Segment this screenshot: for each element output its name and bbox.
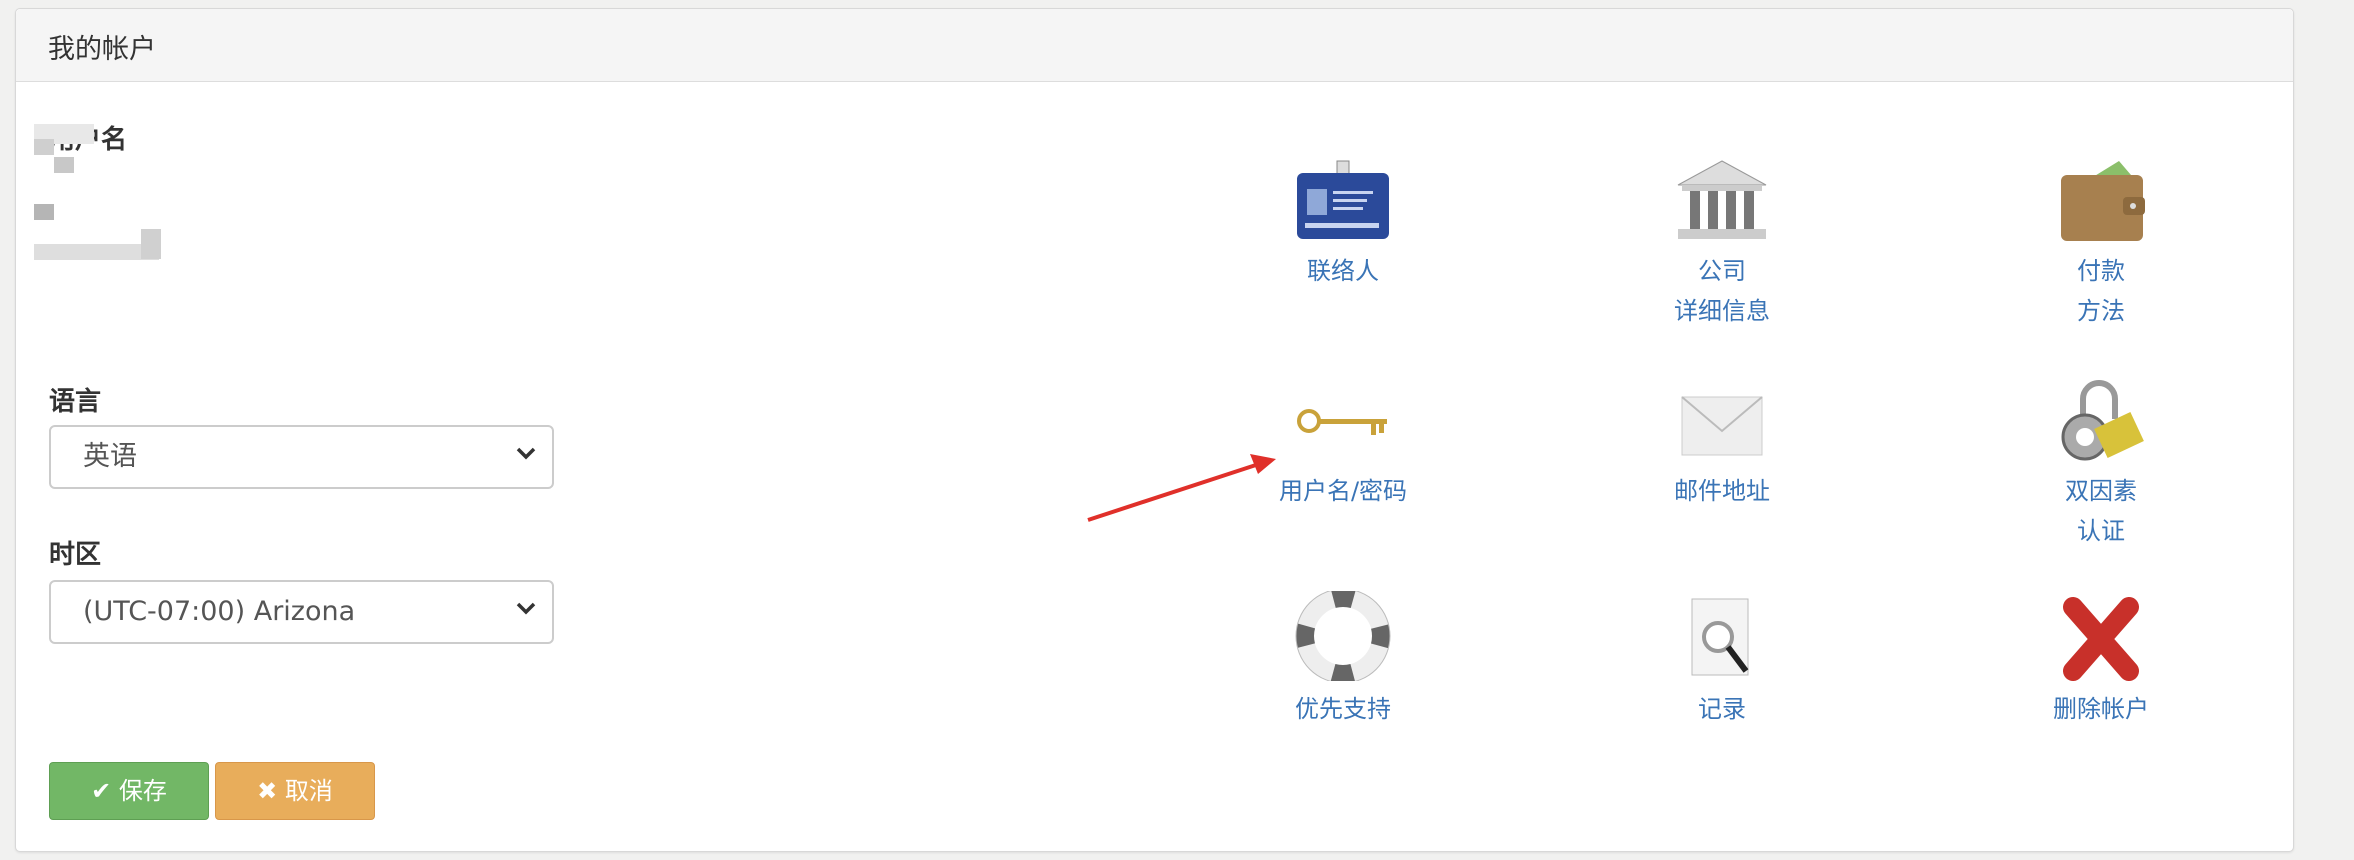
tile-label: 邮件地址 [1674,477,1770,505]
tile-delete-account[interactable]: 删除帐户 [1971,591,2231,729]
timezone-value: (UTC-07:00) Arizona [83,596,356,627]
wallet-icon [2061,161,2145,241]
tile-company-details[interactable]: 公司 详细信息 [1592,159,1852,331]
language-label: 语言 [49,387,102,417]
timezone-label: 时区 [49,540,102,570]
padlock-icon [2061,380,2144,461]
language-select[interactable]: 英语 [49,425,554,489]
tile-label: 双因素 [2065,477,2137,505]
envelope-icon [1681,396,1763,456]
chevron-down-icon [516,447,536,460]
timezone-select[interactable]: (UTC-07:00) Arizona [49,580,554,644]
cancel-button[interactable]: ✖ 取消 [215,762,375,820]
log-notepad-icon [1691,598,1749,676]
check-icon: ✔ [91,777,112,805]
save-button[interactable]: ✔ 保存 [49,762,209,820]
bank-icon [1677,160,1767,239]
language-value: 英语 [83,441,137,472]
tile-label: 联络人 [1307,257,1379,285]
tile-label-line2: 详细信息 [1674,297,1770,325]
account-panel: 我的帐户 用户名 语言 英语 时区 (UTC-07:00) Arizona ✔ … [15,8,2294,852]
key-icon [1297,409,1387,435]
tile-label: 删除帐户 [2053,695,2149,723]
lifebuoy-icon [1295,591,1391,681]
tile-label: 记录 [1698,695,1746,723]
tile-username-password[interactable]: 用户名/密码 [1213,379,1473,511]
tile-two-factor-auth[interactable]: 双因素 认证 [1971,379,2231,551]
chevron-down-icon [516,602,536,615]
close-icon: ✖ [257,777,278,805]
tile-label-line2: 方法 [2077,297,2125,325]
red-x-icon [2063,597,2139,681]
tile-payment-methods[interactable]: 付款 方法 [1971,159,2231,331]
tile-label: 用户名/密码 [1278,477,1408,505]
tile-label: 公司 [1698,257,1746,285]
save-label: 保存 [118,777,167,805]
tile-contacts[interactable]: 联络人 [1213,159,1473,291]
tile-logs[interactable]: 记录 [1592,591,1852,729]
tile-email-address[interactable]: 邮件地址 [1592,379,1852,511]
tile-label: 优先支持 [1295,695,1391,723]
tile-priority-support[interactable]: 优先支持 [1213,591,1473,729]
page-title: 我的帐户 [48,34,156,65]
cancel-label: 取消 [284,777,333,805]
tile-label-line2: 认证 [2077,517,2125,545]
tile-label: 付款 [2077,257,2125,285]
id-card-icon [1297,160,1389,239]
panel-header: 我的帐户 [16,9,2293,82]
